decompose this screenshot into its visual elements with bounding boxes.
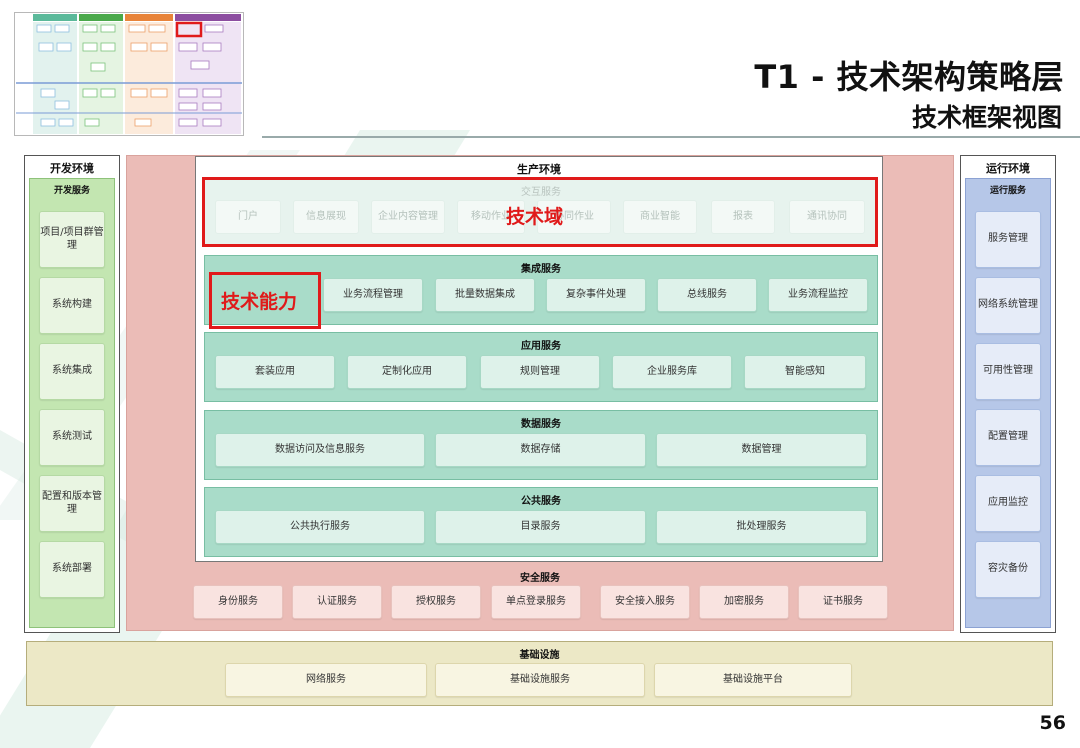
dev-item-system-integration[interactable]: 系统集成	[39, 343, 105, 400]
infra-item-platform[interactable]: 基础设施平台	[654, 663, 852, 697]
security-item-identity[interactable]: 身份服务	[193, 585, 283, 619]
application-item-rules[interactable]: 规则管理	[480, 355, 600, 389]
interaction-item-reports[interactable]: 报表	[711, 200, 775, 234]
interaction-item-enterprise-content[interactable]: 企业内容管理	[371, 200, 445, 234]
dev-environment-title: 开发环境	[50, 162, 94, 175]
application-item-smart-sensing[interactable]: 智能感知	[744, 355, 866, 389]
infra-item-services[interactable]: 基础设施服务	[435, 663, 645, 697]
security-item-authentication[interactable]: 认证服务	[292, 585, 382, 619]
application-item-custom[interactable]: 定制化应用	[347, 355, 467, 389]
application-item-service-library[interactable]: 企业服务库	[612, 355, 732, 389]
integration-item-process-monitoring[interactable]: 业务流程监控	[768, 278, 868, 312]
integration-services-title: 集成服务	[521, 264, 561, 275]
technical-domain-label: 技术域	[506, 206, 564, 228]
data-item-access-info[interactable]: 数据访问及信息服务	[215, 433, 425, 467]
dev-item-project-management[interactable]: 项目/项目群管理	[39, 211, 105, 268]
integration-item-batch-data[interactable]: 批量数据集成	[435, 278, 535, 312]
security-services-title: 安全服务	[520, 573, 560, 584]
infra-item-network[interactable]: 网络服务	[225, 663, 427, 697]
interaction-item-info-display[interactable]: 信息展现	[293, 200, 359, 234]
infrastructure-title: 基础设施	[519, 650, 560, 661]
security-item-certificate[interactable]: 证书服务	[798, 585, 888, 619]
security-item-encryption[interactable]: 加密服务	[699, 585, 789, 619]
dev-services-title: 开发服务	[53, 186, 90, 196]
overview-thumbnail	[14, 12, 244, 136]
application-item-packaged[interactable]: 套装应用	[215, 355, 335, 389]
common-services-title: 公共服务	[521, 496, 561, 507]
security-item-sso[interactable]: 单点登录服务	[491, 585, 581, 619]
ops-item-configuration-management[interactable]: 配置管理	[975, 409, 1041, 466]
dev-item-system-testing[interactable]: 系统测试	[39, 409, 105, 466]
technical-capability-label: 技术能力	[221, 291, 298, 313]
application-services-title: 应用服务	[521, 341, 561, 352]
security-item-secure-access[interactable]: 安全接入服务	[600, 585, 690, 619]
data-services-title: 数据服务	[521, 419, 561, 430]
page-number: 56	[1039, 712, 1066, 734]
header-divider	[262, 136, 1080, 138]
common-item-directory[interactable]: 目录服务	[435, 510, 646, 544]
dev-environment-panel: 开发环境 开发服务 项目/项目群管理 系统构建 系统集成 系统测试 配置和版本管…	[24, 155, 120, 633]
technical-capability-highlight	[209, 272, 321, 329]
interaction-item-collaborative-work[interactable]: 协同作业	[537, 200, 611, 234]
ops-environment-title: 运行环境	[986, 162, 1030, 175]
ops-item-network-system-management[interactable]: 网络系统管理	[975, 277, 1041, 334]
integration-item-complex-event[interactable]: 复杂事件处理	[546, 278, 646, 312]
integration-services-band: 集成服务 业务流程管理 批量数据集成 复杂事件处理 总线服务 业务流程监控	[204, 255, 878, 325]
data-item-management[interactable]: 数据管理	[656, 433, 867, 467]
ops-services-group: 运行服务 服务管理 网络系统管理 可用性管理 配置管理 应用监控 容灾备份	[965, 178, 1051, 628]
ops-services-title: 运行服务	[989, 186, 1026, 196]
common-item-batch[interactable]: 批处理服务	[656, 510, 867, 544]
interaction-item-mobile-work[interactable]: 移动作业	[457, 200, 525, 234]
integration-item-bpm[interactable]: 业务流程管理	[323, 278, 423, 312]
ops-item-service-management[interactable]: 服务管理	[975, 211, 1041, 268]
ops-item-availability-management[interactable]: 可用性管理	[975, 343, 1041, 400]
interaction-item-portal[interactable]: 门户	[215, 200, 281, 234]
ops-item-application-monitoring[interactable]: 应用监控	[975, 475, 1041, 532]
ops-environment-panel: 运行环境 运行服务 服务管理 网络系统管理 可用性管理 配置管理 应用监控 容灾…	[960, 155, 1056, 633]
application-services-band: 应用服务 套装应用 定制化应用 规则管理 企业服务库 智能感知	[204, 332, 878, 402]
integration-item-bus-service[interactable]: 总线服务	[657, 278, 757, 312]
dev-item-system-deployment[interactable]: 系统部署	[39, 541, 105, 598]
common-item-execution[interactable]: 公共执行服务	[215, 510, 425, 544]
common-services-band: 公共服务 公共执行服务 目录服务 批处理服务	[204, 487, 878, 557]
ops-item-disaster-backup[interactable]: 容灾备份	[975, 541, 1041, 598]
infrastructure-band: 基础设施 网络服务 基础设施服务 基础设施平台	[26, 641, 1053, 706]
interaction-services-title: 交互服务	[521, 187, 561, 198]
data-item-storage[interactable]: 数据存储	[435, 433, 646, 467]
interaction-item-communication[interactable]: 通讯协同	[789, 200, 865, 234]
dev-services-group: 开发服务 项目/项目群管理 系统构建 系统集成 系统测试 配置和版本管理 系统部…	[29, 178, 115, 628]
technical-domain-highlight	[202, 177, 878, 247]
data-services-band: 数据服务 数据访问及信息服务 数据存储 数据管理	[204, 410, 878, 480]
security-item-authorization[interactable]: 授权服务	[391, 585, 481, 619]
production-environment-title: 生产环境	[517, 163, 561, 176]
interaction-item-business-intelligence[interactable]: 商业智能	[623, 200, 697, 234]
page-title: T1 - 技术架构策略层	[754, 58, 1064, 96]
dev-item-system-build[interactable]: 系统构建	[39, 277, 105, 334]
dev-item-config-version-management[interactable]: 配置和版本管理	[39, 475, 105, 532]
page-subtitle: 技术框架视图	[911, 103, 1062, 132]
